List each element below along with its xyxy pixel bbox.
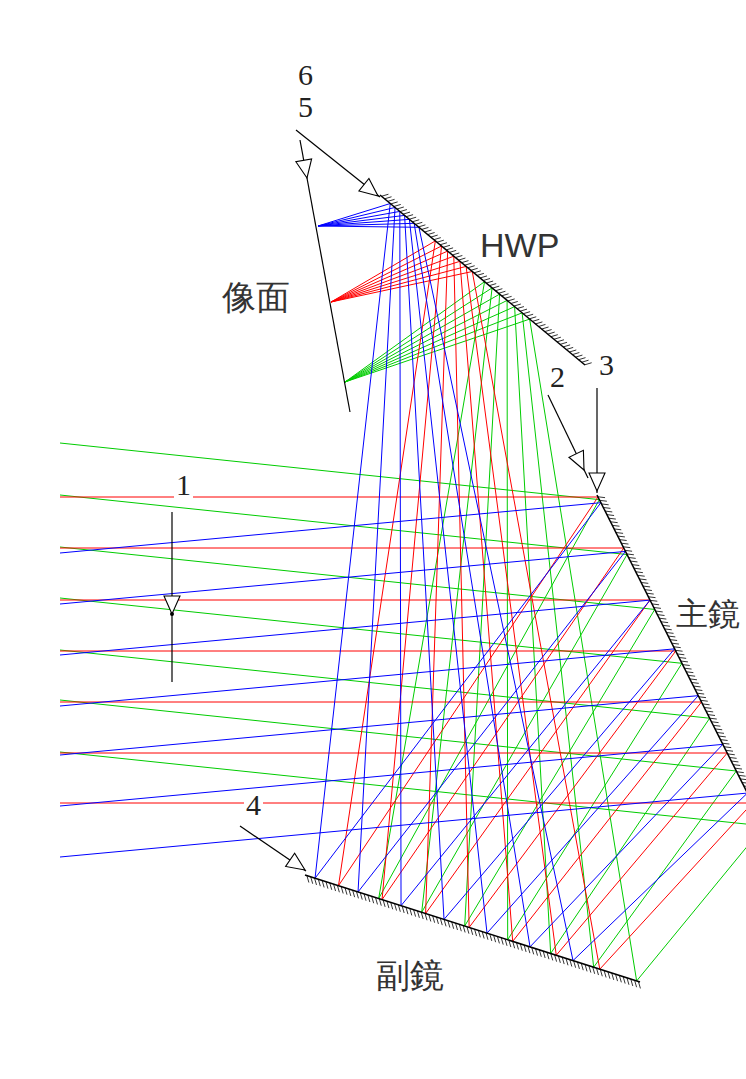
- light-ray: [60, 272, 746, 970]
- part-label: HWP: [478, 228, 561, 262]
- light-ray: [60, 294, 655, 926]
- light-ray: [60, 313, 736, 967]
- callout-number: 6: [296, 60, 315, 90]
- field-arrow: [164, 512, 180, 682]
- light-ray: [60, 211, 650, 905]
- surface-arrow: [296, 130, 380, 197]
- light-ray: [60, 241, 598, 886]
- light-ray: [60, 261, 701, 941]
- callout-number: 1: [174, 470, 193, 500]
- rays: [60, 204, 746, 981]
- surface-arrow: [296, 159, 312, 178]
- surface-arrow: [548, 395, 588, 478]
- image-plane: [300, 140, 350, 412]
- light-ray: [60, 226, 746, 961]
- callout-number: 4: [244, 790, 263, 820]
- light-ray: [60, 266, 727, 955]
- light-ray: [60, 256, 676, 927]
- callout-number: 3: [597, 350, 616, 380]
- part-label: 副鏡: [374, 958, 446, 992]
- surface-arrow: [589, 388, 605, 493]
- part-label: 像面: [220, 280, 292, 314]
- surface-arrow: [240, 826, 306, 871]
- light-ray: [60, 319, 746, 981]
- primary-mirror: [597, 495, 746, 818]
- light-ray: [60, 219, 698, 933]
- callout-number: 2: [548, 362, 567, 392]
- callout-number: 5: [296, 92, 315, 122]
- hwp-mirror: [380, 194, 592, 365]
- light-ray: [60, 300, 682, 939]
- light-ray: [60, 223, 723, 947]
- light-ray: [60, 215, 675, 919]
- secondary-mirror: [305, 875, 640, 988]
- arrow-dot: [170, 612, 174, 616]
- part-label: 主鏡: [674, 598, 742, 630]
- light-ray: [60, 207, 625, 891]
- light-ray: [60, 251, 650, 913]
